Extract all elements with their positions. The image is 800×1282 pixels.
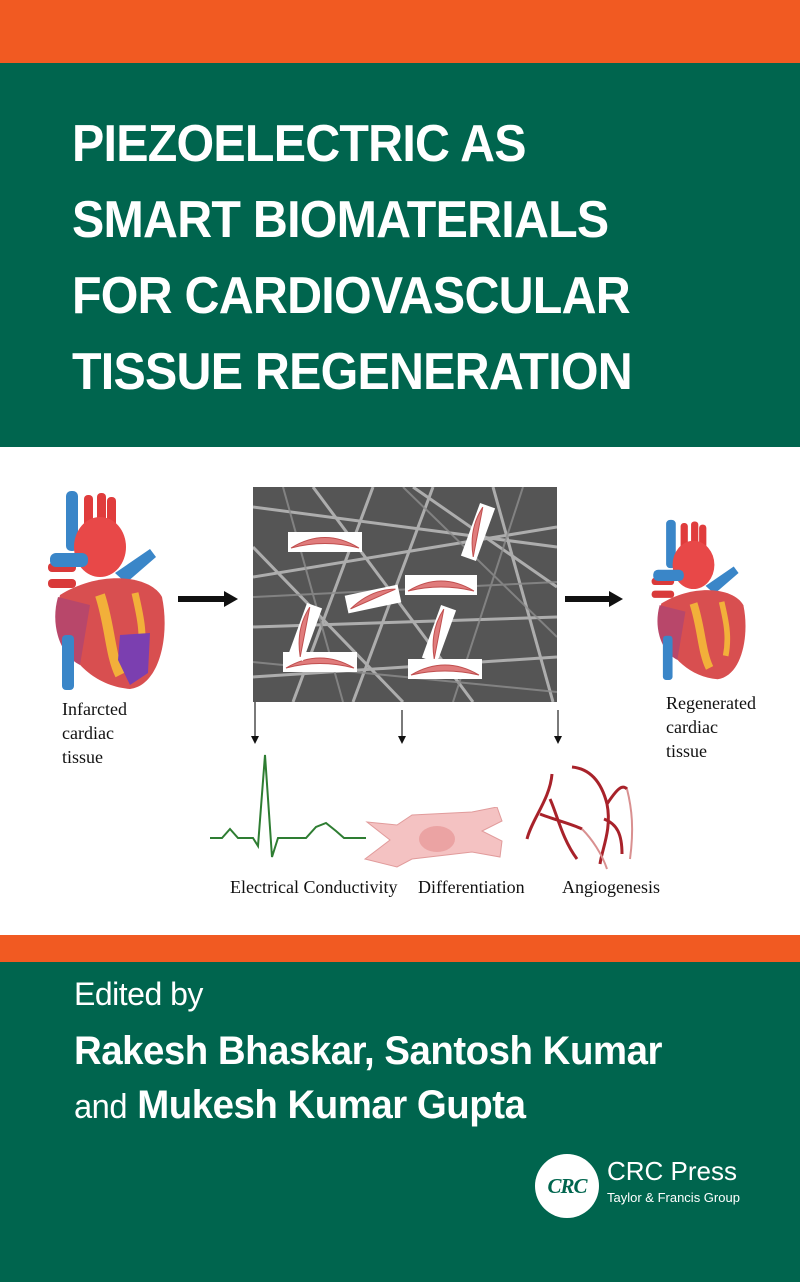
editors-block: Edited by Rakesh Bhaskar, Santosh Kumar … — [0, 962, 800, 1282]
editors-line-1: Rakesh Bhaskar, Santosh Kumar — [74, 1029, 662, 1073]
regenerated-heart-icon — [651, 519, 746, 680]
caption-differentiation: Differentiation — [418, 877, 525, 897]
publisher-logo: CRC CRC Press Taylor & Francis Group — [535, 1146, 765, 1226]
publisher-group: Taylor & Francis Group — [607, 1190, 740, 1205]
blood-vessels-icon — [525, 765, 634, 870]
crc-logo-icon: CRC — [535, 1154, 599, 1218]
editors-names: Rakesh Bhaskar, Santosh Kumar and Mukesh… — [74, 1024, 662, 1134]
title-line: TISSUE REGENERATION — [72, 343, 633, 401]
caption-electrical-conductivity: Electrical Conductivity — [230, 877, 398, 897]
publisher-name: CRC Press — [607, 1156, 738, 1186]
book-title: PIEZOELECTRIC AS SMART BIOMATERIALS FOR … — [72, 106, 633, 410]
down-arrows-icon — [251, 702, 562, 744]
arrow-right-icon — [565, 591, 623, 607]
cover-illustration: Infarcted cardiac tissue — [0, 447, 800, 935]
edited-by-label: Edited by — [74, 976, 203, 1012]
title-line: SMART BIOMATERIALS — [72, 191, 609, 249]
nanofiber-scaffold-image — [253, 487, 557, 702]
top-orange-band — [0, 0, 800, 63]
title-line: FOR CARDIOVASCULAR — [72, 267, 631, 325]
infarcted-label: Infarcted cardiac tissue — [62, 699, 127, 767]
title-line: PIEZOELECTRIC AS — [72, 115, 527, 173]
caption-angiogenesis: Angiogenesis — [562, 877, 660, 897]
middle-orange-band — [0, 935, 800, 962]
title-block: PIEZOELECTRIC AS SMART BIOMATERIALS FOR … — [0, 63, 800, 447]
editors-line-2: and Mukesh Kumar Gupta — [74, 1083, 526, 1127]
cardiomyocyte-icon — [363, 807, 503, 868]
ecg-waveform-icon — [210, 754, 366, 858]
infarcted-heart-icon — [48, 491, 165, 690]
arrow-right-icon — [178, 591, 238, 607]
regenerated-label: Regenerated cardiac tissue — [666, 693, 756, 761]
